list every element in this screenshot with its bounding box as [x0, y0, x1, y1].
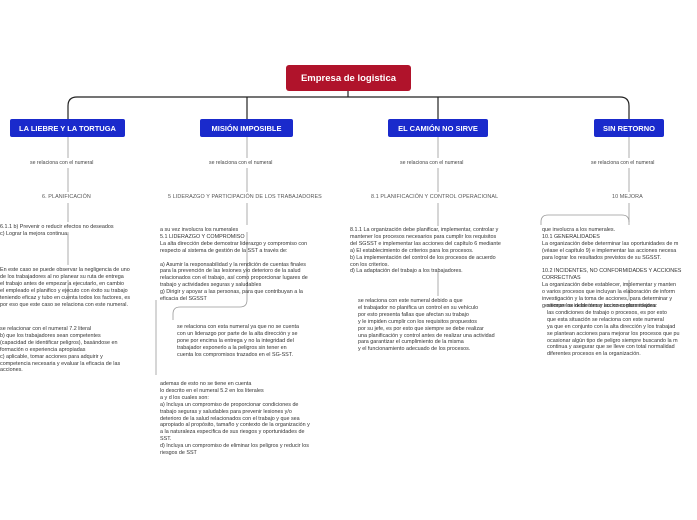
note-branch1-literals[interactable]: 6.1.1 b) Prevenir o reducir efectos no d… [0, 224, 114, 237]
relation-label: se relaciona con el numeral [591, 160, 655, 166]
numeral-planificacion[interactable]: 6. PLANIFICACIÓN [42, 194, 91, 200]
root-node[interactable]: Empresa de logistica [286, 65, 411, 91]
numeral-planificacion-control[interactable]: 8.1 PLANIFICACIÓN Y CONTROL OPERACIONAL [371, 194, 499, 200]
numeral-liderazgo[interactable]: 5 LIDERAZGO Y PARTICIPACIÓN DE LOS TRABA… [168, 194, 322, 200]
note-branch3-analysis[interactable]: se relaciona con este numeral debido a q… [358, 298, 495, 353]
relation-label: se relaciona con el numeral [400, 160, 464, 166]
note-branch2-liderazgo-compromiso[interactable]: a su vez involucra los numerales 5.1 LID… [160, 227, 308, 303]
topic-sin-retorno[interactable]: SIN RETORNO [594, 119, 664, 137]
relation-label: se relaciona con el numeral [209, 160, 273, 166]
note-branch3-8-1-1[interactable]: 8.1.1 La organización debe planificar, i… [350, 227, 501, 275]
note-branch2-numeral-5-2[interactable]: ademas de esto no se tiene en cuenta lo … [160, 381, 310, 457]
note-branch1-analysis[interactable]: En este caso se puede observar la neglig… [0, 267, 131, 308]
note-branch2-analysis[interactable]: se relaciona con esta numeral ya que no … [177, 324, 299, 358]
numeral-mejora[interactable]: 10 MEJORA [612, 194, 643, 200]
topic-mision-imposible[interactable]: MISIÓN IMPOSIBLE [200, 119, 293, 137]
topic-el-camion-no-sirve[interactable]: EL CAMIÓN NO SIRVE [388, 119, 488, 137]
relation-label: se relaciona con el numeral [30, 160, 94, 166]
note-branch4-generalidades[interactable]: que involucra a los numerales. 10.1 GENE… [542, 227, 682, 309]
note-branch1-numeral-7-2[interactable]: se relacionar con el numeral 7.2 literal… [0, 326, 121, 374]
topic-la-liebre-y-la-tortuga[interactable]: LA LIEBRE Y LA TORTUGA [10, 119, 125, 137]
note-branch4-analysis[interactable]: siempre se debe tomar acciones para mejo… [547, 303, 680, 358]
